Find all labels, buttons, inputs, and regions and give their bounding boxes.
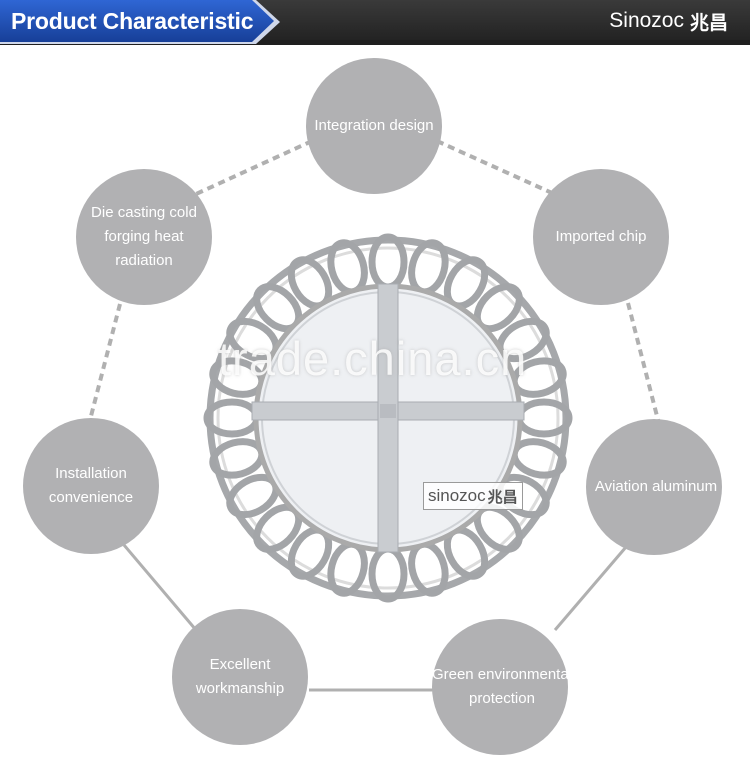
product-outer-ring-highlight [216,246,560,590]
feature-installation-convenience: Installation convenience [23,418,159,554]
brand-logo: Sinozoc 兆昌 [609,9,728,34]
feature-green-environmental-protection: Green environmental protection [422,619,582,755]
feature-label-line-1: Green environmental [431,666,573,683]
feature-label: Imported chip [555,228,647,245]
panel-center-hub [380,404,396,418]
node-circle [586,419,722,555]
feature-aviation-aluminum: Aviation aluminum [586,419,726,555]
feature-die-casting: Die casting cold forging heat radiation [76,169,212,305]
node-circle [432,619,568,755]
feature-excellent-workmanship: Excellent workmanship [172,609,308,745]
connector-lines-solid [122,544,628,692]
connector-lines [88,139,660,421]
feature-label-line-1: Installation [55,465,127,482]
connector-line [436,139,553,195]
watermark-text: trade.china.cn [218,332,528,385]
node-circle [306,58,442,194]
connector-line [195,139,313,196]
feature-label-line-2: forging heat [104,228,184,245]
node-circle [76,169,212,305]
connector-line [122,544,198,631]
feature-label: Integration design [314,117,434,134]
brand-name: Sinozoc [609,9,684,32]
connector-line [626,302,660,421]
brand-name-cn: 兆昌 [689,12,728,34]
feature-label: Aviation aluminum [594,478,718,495]
node-circle [23,418,159,554]
feature-label-line-3: radiation [115,252,173,269]
connector-line [553,546,628,631]
node-circle [172,609,308,745]
feature-label-line-2: workmanship [195,680,285,697]
brand-stamp: sinozoc 兆昌 [423,482,523,510]
feature-integration-design: Integration design [306,58,442,194]
product-image [203,233,573,603]
feature-label-line-2: convenience [48,489,134,506]
brand-stamp-cn: 兆昌 [487,488,518,506]
feature-label-line-2: protection [469,690,535,707]
title-tab [0,0,280,44]
header-bar: Product Characteristic Sinozoc 兆昌 [0,0,750,46]
connector-line [88,303,122,421]
page-title: Product Characteristic [11,8,254,34]
node-circle [533,169,669,305]
header-divider [0,40,750,45]
feature-label-line-1: Die casting cold [91,204,197,221]
feature-label-line-1: Excellent [209,656,271,673]
brand-stamp-text: sinozoc [428,486,486,505]
feature-imported-chip: Imported chip [533,169,669,305]
